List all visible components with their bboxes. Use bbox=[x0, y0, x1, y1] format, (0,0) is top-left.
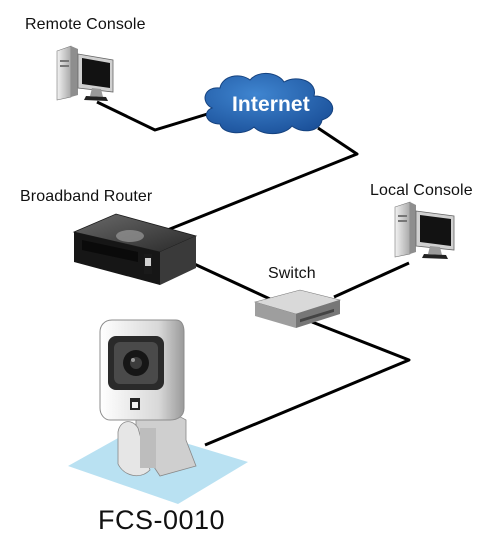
link-router-switch bbox=[189, 260, 271, 301]
link-switch-camera bbox=[204, 320, 411, 447]
link-remote-internet bbox=[96, 100, 215, 132]
remote-console-icon bbox=[56, 45, 114, 101]
label-camera-model: FCS-0010 bbox=[98, 505, 226, 535]
connection-lines bbox=[96, 100, 411, 447]
label-broadband-router: Broadband Router bbox=[20, 188, 153, 205]
switch-icon bbox=[253, 289, 342, 328]
label-remote-console: Remote Console bbox=[25, 16, 146, 33]
camera-icon bbox=[99, 319, 197, 477]
link-switch-local bbox=[333, 261, 410, 299]
label-local-console: Local Console bbox=[370, 182, 473, 199]
link-internet-router bbox=[159, 126, 359, 235]
label-internet: Internet bbox=[232, 93, 310, 116]
internet-cloud-icon bbox=[204, 73, 334, 135]
label-switch: Switch bbox=[268, 265, 316, 282]
local-console-icon bbox=[394, 201, 455, 259]
broadband-router-icon bbox=[72, 213, 198, 285]
